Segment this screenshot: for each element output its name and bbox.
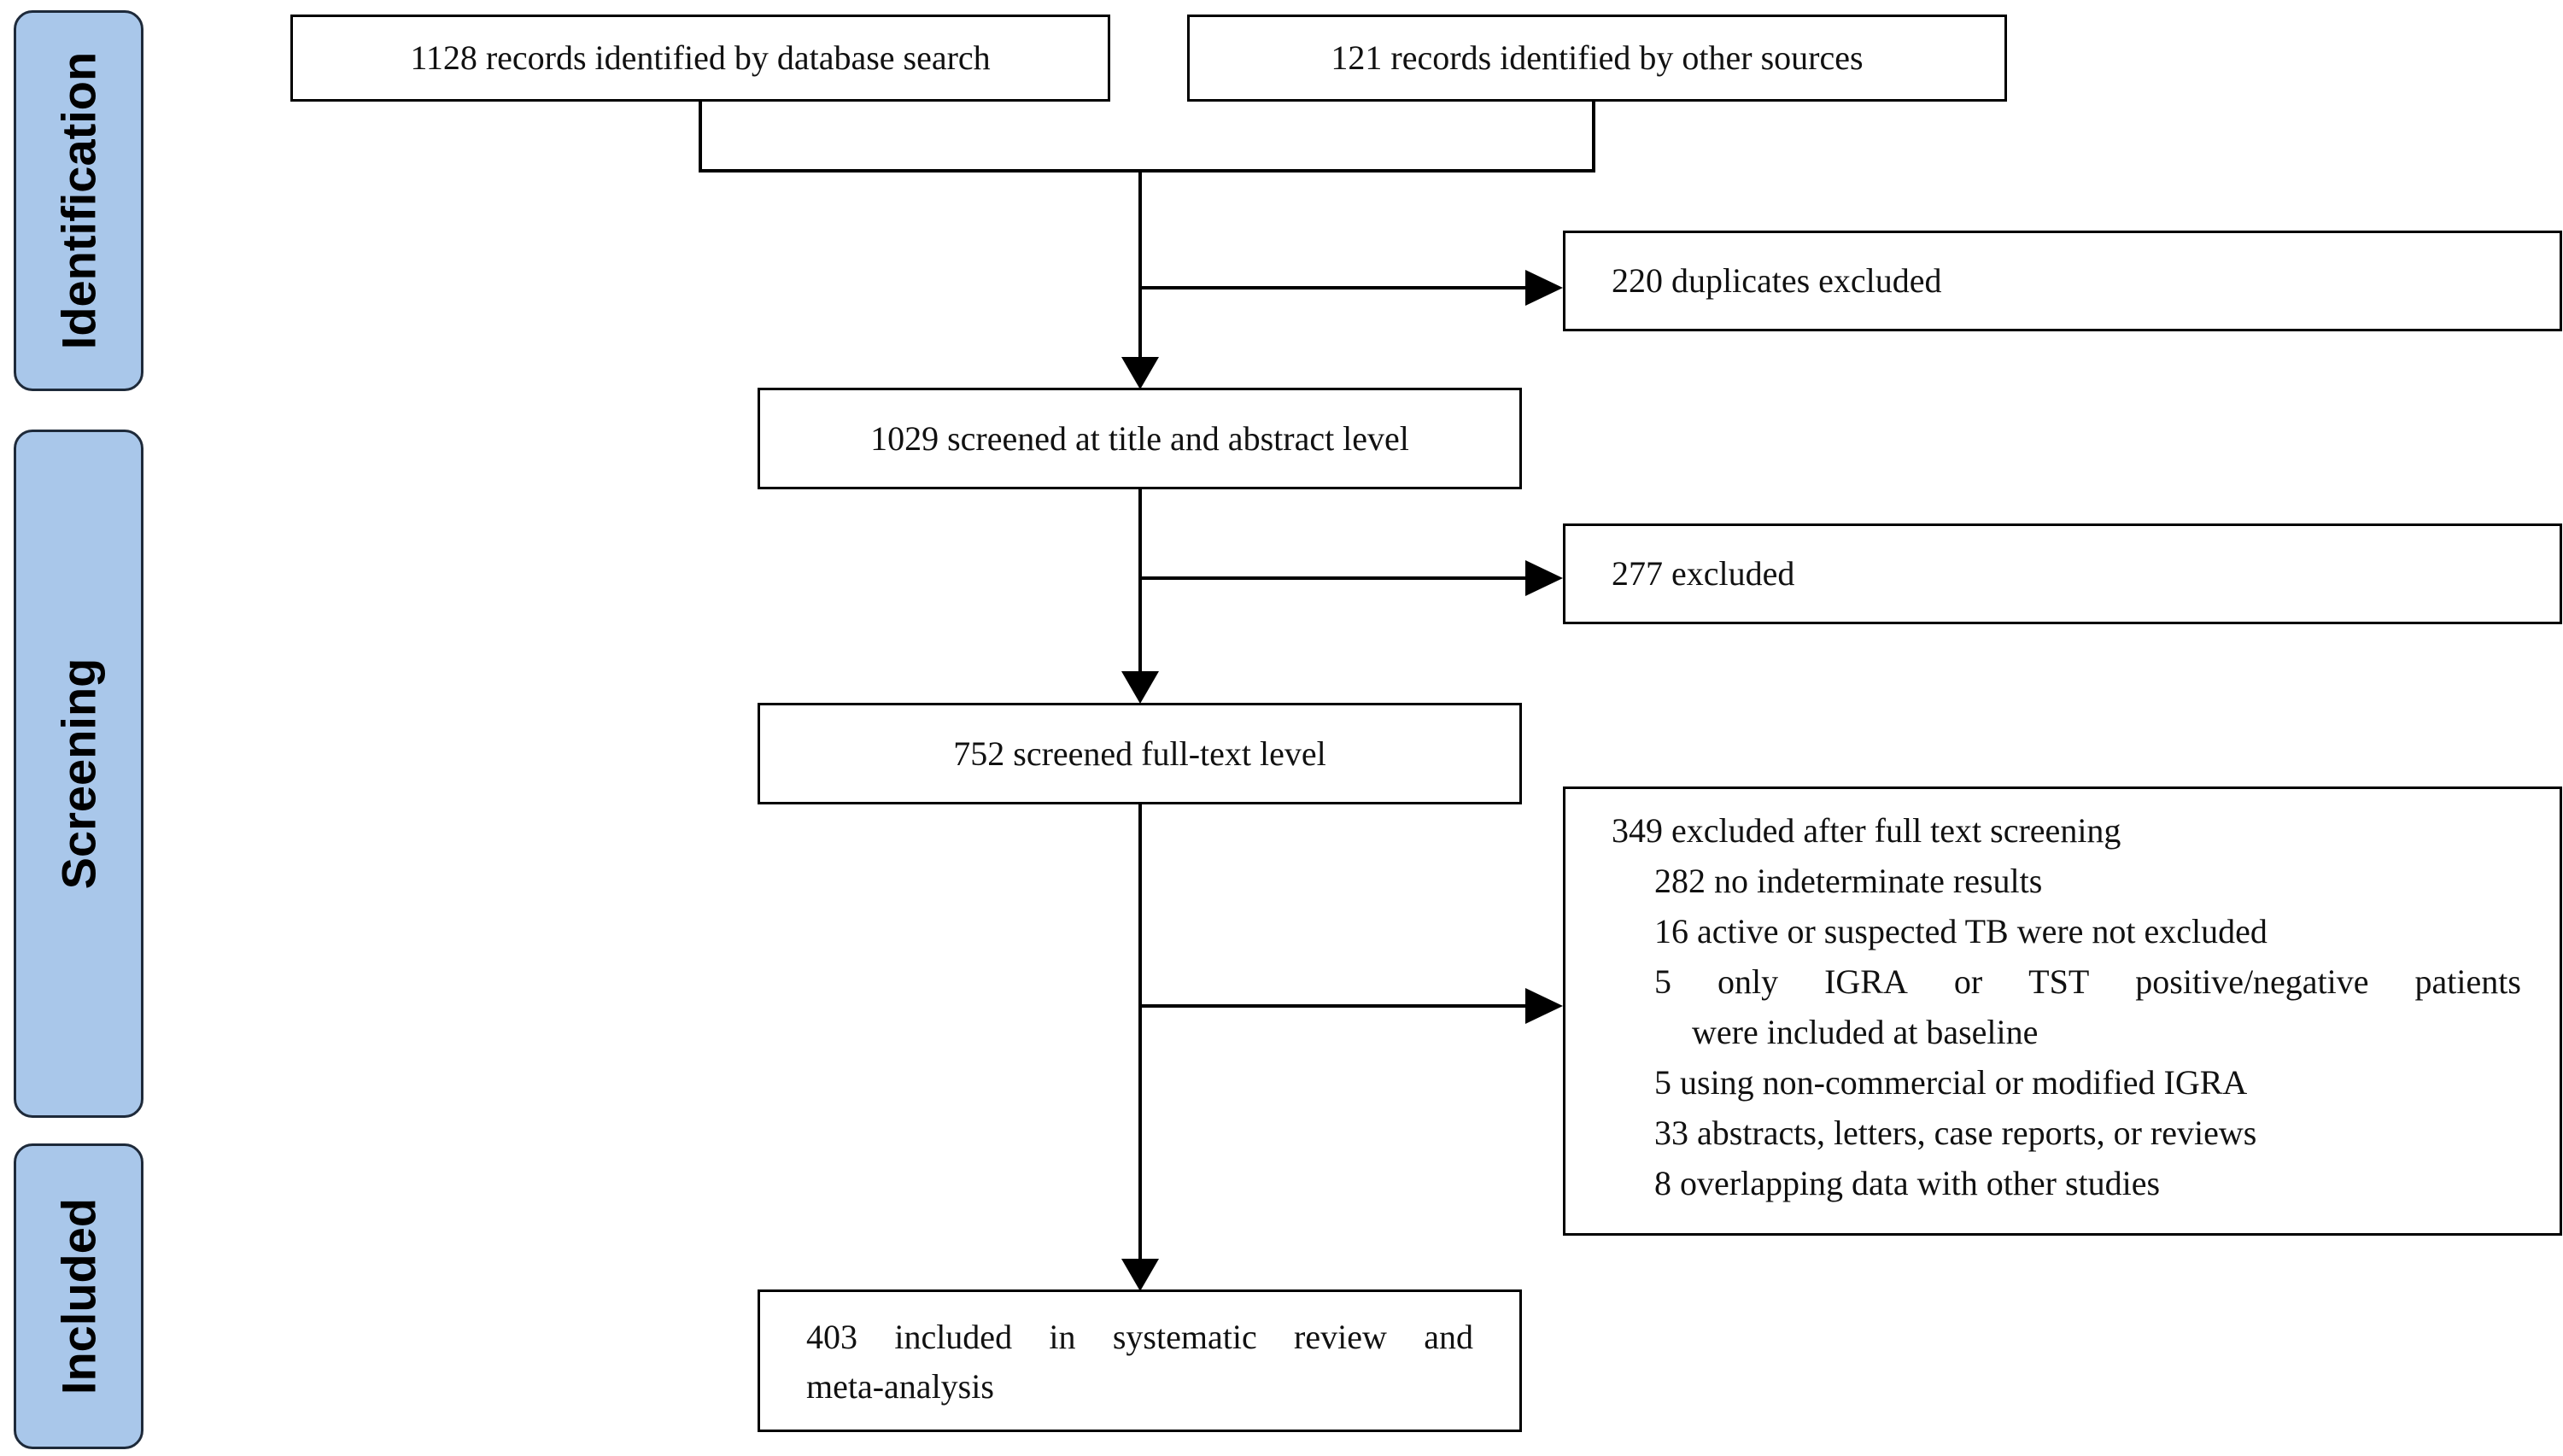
excluded-349-header: 349 excluded after full text screening [1612, 811, 2121, 850]
arrow-down-3 [1121, 1259, 1159, 1291]
exclusion-item: 282 no indeterminate results [1654, 862, 2043, 900]
igra-word: or [1953, 962, 1983, 1001]
included-word: in [1049, 1318, 1076, 1356]
exclusion-item: 33 abstracts, letters, case reports, or … [1654, 1114, 2257, 1152]
box-other-sources: 121 records identified by other sources [1187, 15, 2007, 102]
arrow-right-3 [1525, 988, 1563, 1024]
other-sources-text: 121 records identified by other sources [1331, 38, 1864, 77]
igra-word: positive/negative [2135, 962, 2369, 1001]
title-abstract-text: 1029 screened at title and abstract leve… [870, 418, 1409, 458]
included-word: 403 [806, 1318, 857, 1356]
included-word: included [894, 1318, 1013, 1356]
box-title-abstract: 1029 screened at title and abstract leve… [758, 388, 1522, 489]
arrow-down-2 [1121, 671, 1159, 704]
igra-word: 5 [1654, 962, 1671, 1001]
arrow-right-1 [1525, 270, 1563, 306]
igra-line-words: 5 only IGRA or TST positive/negative pat… [1654, 957, 2521, 1007]
arrow-right-2 [1525, 560, 1563, 596]
included-word: systematic [1112, 1318, 1257, 1356]
exclusion-item: 16 active or suspected TB were not exclu… [1654, 912, 2267, 950]
box-full-text: 752 screened full-text level [758, 703, 1522, 804]
arrow-down-1 [1121, 357, 1159, 389]
excluded-277-text: 277 excluded [1612, 554, 1795, 593]
exclusion-item-igra: 5 only IGRA or TST positive/negative pat… [1612, 957, 2560, 1008]
box-included: 403 included in systematic review and me… [758, 1289, 1522, 1432]
phase-screening: Screening [14, 430, 143, 1118]
box-duplicates-excluded: 220 duplicates excluded [1563, 231, 2562, 331]
included-line-2: meta-analysis [806, 1367, 994, 1406]
igra-word: only [1717, 962, 1779, 1001]
merge-bracket [699, 101, 1595, 172]
igra-word: patients [2414, 962, 2521, 1001]
exclusion-item: 5 using non-commercial or modified IGRA [1654, 1063, 2248, 1102]
phase-included: Included [14, 1143, 143, 1449]
exclusion-item: 8 overlapping data with other studies [1654, 1164, 2161, 1202]
phase-identification: Identification [14, 10, 143, 391]
included-word: and [1424, 1318, 1473, 1356]
included-word: review [1294, 1318, 1387, 1356]
box-excluded-277: 277 excluded [1563, 523, 2562, 624]
full-text-text: 752 screened full-text level [953, 734, 1326, 773]
duplicates-text: 220 duplicates excluded [1612, 261, 1942, 300]
included-line-1: 403 included in systematic review and [806, 1313, 1473, 1362]
database-records-text: 1128 records identified by database sear… [410, 38, 991, 77]
igra-word: TST [2028, 962, 2090, 1001]
exclusion-item-igra-cont: were included at baseline [1692, 1013, 2039, 1051]
box-database-records: 1128 records identified by database sear… [290, 15, 1110, 102]
box-excluded-349: 349 excluded after full text screening 2… [1563, 786, 2562, 1236]
igra-word: IGRA [1824, 962, 1908, 1001]
